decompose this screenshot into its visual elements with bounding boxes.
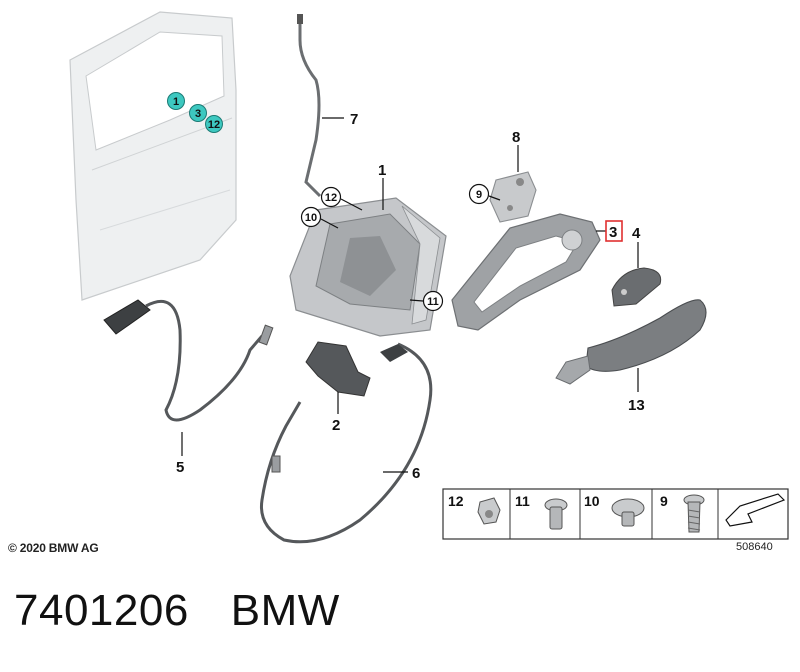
copyright-text: © 2020 BMW AG [8,541,99,555]
diagram-id: 508640 [736,541,773,553]
legend-number-11: 11 [515,493,530,509]
callout-1: 1 [378,162,386,179]
callout-4: 4 [632,225,641,242]
handle-cap-part [611,267,662,307]
callout-12-top: 12 [320,186,342,208]
callout-11-side: 11 [422,290,444,312]
door-marker-12: 12 [205,115,223,133]
callout-9-bracket: 9 [468,183,490,205]
fastener-legend: 12 11 10 9 [442,488,789,540]
callout-5: 5 [176,459,184,476]
callout-13: 13 [628,397,645,414]
door-handle-part [555,299,707,385]
caption: 7401206 BMW [14,586,340,646]
part-number: 7401206 [14,586,189,635]
callout-2: 2 [332,417,340,434]
callout-7: 7 [350,111,358,128]
callout-8: 8 [512,129,520,146]
cover-part [305,341,371,397]
callout-10-top: 10 [300,206,322,228]
legend-number-10: 10 [584,493,600,509]
door-marker-1: 1 [167,92,185,110]
svg-text:12: 12 [325,192,337,204]
legend-number-9: 9 [660,493,668,509]
svg-text:11: 11 [427,296,439,308]
operating-rod-part [297,14,322,198]
screw-9-part [683,494,705,533]
svg-text:10: 10 [305,212,317,224]
callout-3: 3 [609,224,617,241]
svg-text:1: 1 [173,96,179,108]
bracket-part [489,171,537,223]
handle-carrier-part [451,213,601,331]
rear-door-illustration [69,11,237,301]
brand-name: BMW [230,586,340,635]
parts-diagram: 1 3 12 7 1 12 10 11 8 [69,11,789,544]
screw-10-part [611,498,645,527]
cable-6-part [259,342,433,544]
svg-text:3: 3 [195,108,201,120]
nut-12-part [477,497,501,525]
direction-arrow-icon [725,493,786,527]
door-marker-3: 3 [189,104,207,122]
cable-5-part [103,299,274,422]
door-lock-part [289,197,447,337]
svg-text:12: 12 [208,119,220,131]
callout-6: 6 [412,465,420,482]
screw-11-part [544,498,568,530]
svg-text:9: 9 [476,189,482,201]
highlight-box [605,220,623,242]
legend-number-12: 12 [448,493,464,509]
